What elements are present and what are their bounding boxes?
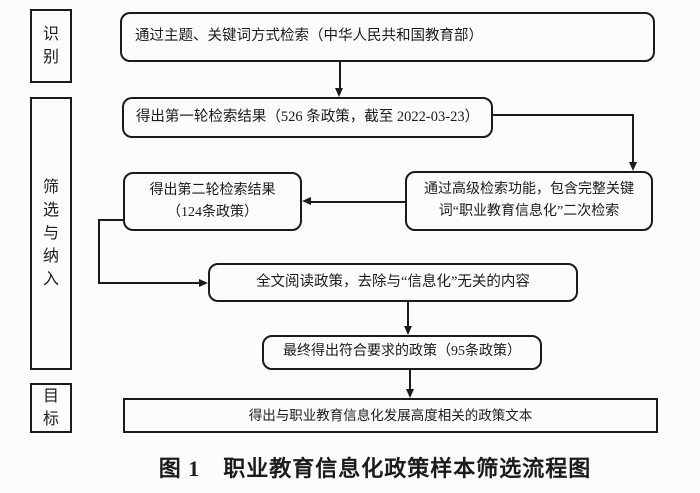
connector-node4-to-node5-vertical xyxy=(98,219,100,283)
stage-label-identify: 识别 xyxy=(30,9,72,83)
stage-label-screening-inclusion: 筛选与纳入 xyxy=(30,97,72,370)
flow-node-full-text-reading: 全文阅读政策，去除与“信息化”无关的内容 xyxy=(208,263,578,302)
figure-caption: 图 1 职业教育信息化政策样本筛选流程图 xyxy=(158,456,592,481)
stage-label-identify-text: 识别 xyxy=(42,25,59,66)
arrowhead-down-icon xyxy=(403,326,412,335)
flow-node-first-round-results: 得出第一轮检索结果（526 条政策，截至 2022-03-23） xyxy=(122,97,493,138)
flow-node-initial-search-text: 通过主题、关键词方式检索（中华人民共和国教育部） xyxy=(135,28,483,45)
connector-node4-to-node5-entry xyxy=(98,282,200,284)
arrowhead-down-icon xyxy=(335,88,343,97)
flow-node-final-qualified-policies: 最终得出符合要求的政策（95条政策） xyxy=(262,335,542,370)
connector-node5-to-node6 xyxy=(407,302,409,327)
flow-node-advanced-second-search-line1: 通过高级检索功能，包含完整关键 xyxy=(424,182,634,198)
flow-node-second-round-results-line1: 得出第二轮检索结果 xyxy=(149,182,276,198)
flow-node-second-round-results: 得出第二轮检索结果 （124条政策） xyxy=(123,172,302,231)
flow-node-advanced-second-search-line2: 词“职业教育信息化”二次检索 xyxy=(438,204,620,219)
connector-node1-to-node2 xyxy=(339,62,341,89)
connector-node6-to-node7 xyxy=(409,370,411,390)
flow-node-full-text-reading-text: 全文阅读政策，去除与“信息化”无关的内容 xyxy=(256,273,530,290)
stage-label-screening-inclusion-text: 筛选与纳入 xyxy=(42,178,59,289)
flow-node-advanced-second-search: 通过高级检索功能，包含完整关键 词“职业教育信息化”二次检索 xyxy=(405,171,653,231)
connector-node2-to-node3-horizontal xyxy=(493,114,633,116)
stage-label-target-text: 目标 xyxy=(42,387,59,428)
flow-node-target-output-text: 得出与职业教育信息化发展高度相关的政策文本 xyxy=(248,407,533,423)
flow-node-initial-search: 通过主题、关键词方式检索（中华人民共和国教育部） xyxy=(120,12,655,62)
flow-node-first-round-results-text: 得出第一轮检索结果（526 条政策，截至 2022-03-23） xyxy=(135,108,480,125)
arrowhead-down-icon xyxy=(405,389,414,398)
arrowhead-down-icon xyxy=(628,162,637,171)
connector-node4-to-node5-exit xyxy=(98,219,123,221)
connector-node2-to-node3-vertical xyxy=(632,114,634,163)
arrowhead-right-icon xyxy=(199,278,208,287)
arrowhead-left-icon xyxy=(302,197,311,205)
stage-label-target: 目标 xyxy=(30,383,72,433)
flow-node-final-qualified-policies-text: 最终得出符合要求的政策（95条政策） xyxy=(283,344,521,360)
flow-node-second-round-results-line2: （124条政策） xyxy=(167,204,258,220)
connector-node3-to-node4 xyxy=(311,201,405,203)
flow-node-target-output: 得出与职业教育信息化发展高度相关的政策文本 xyxy=(123,398,658,433)
